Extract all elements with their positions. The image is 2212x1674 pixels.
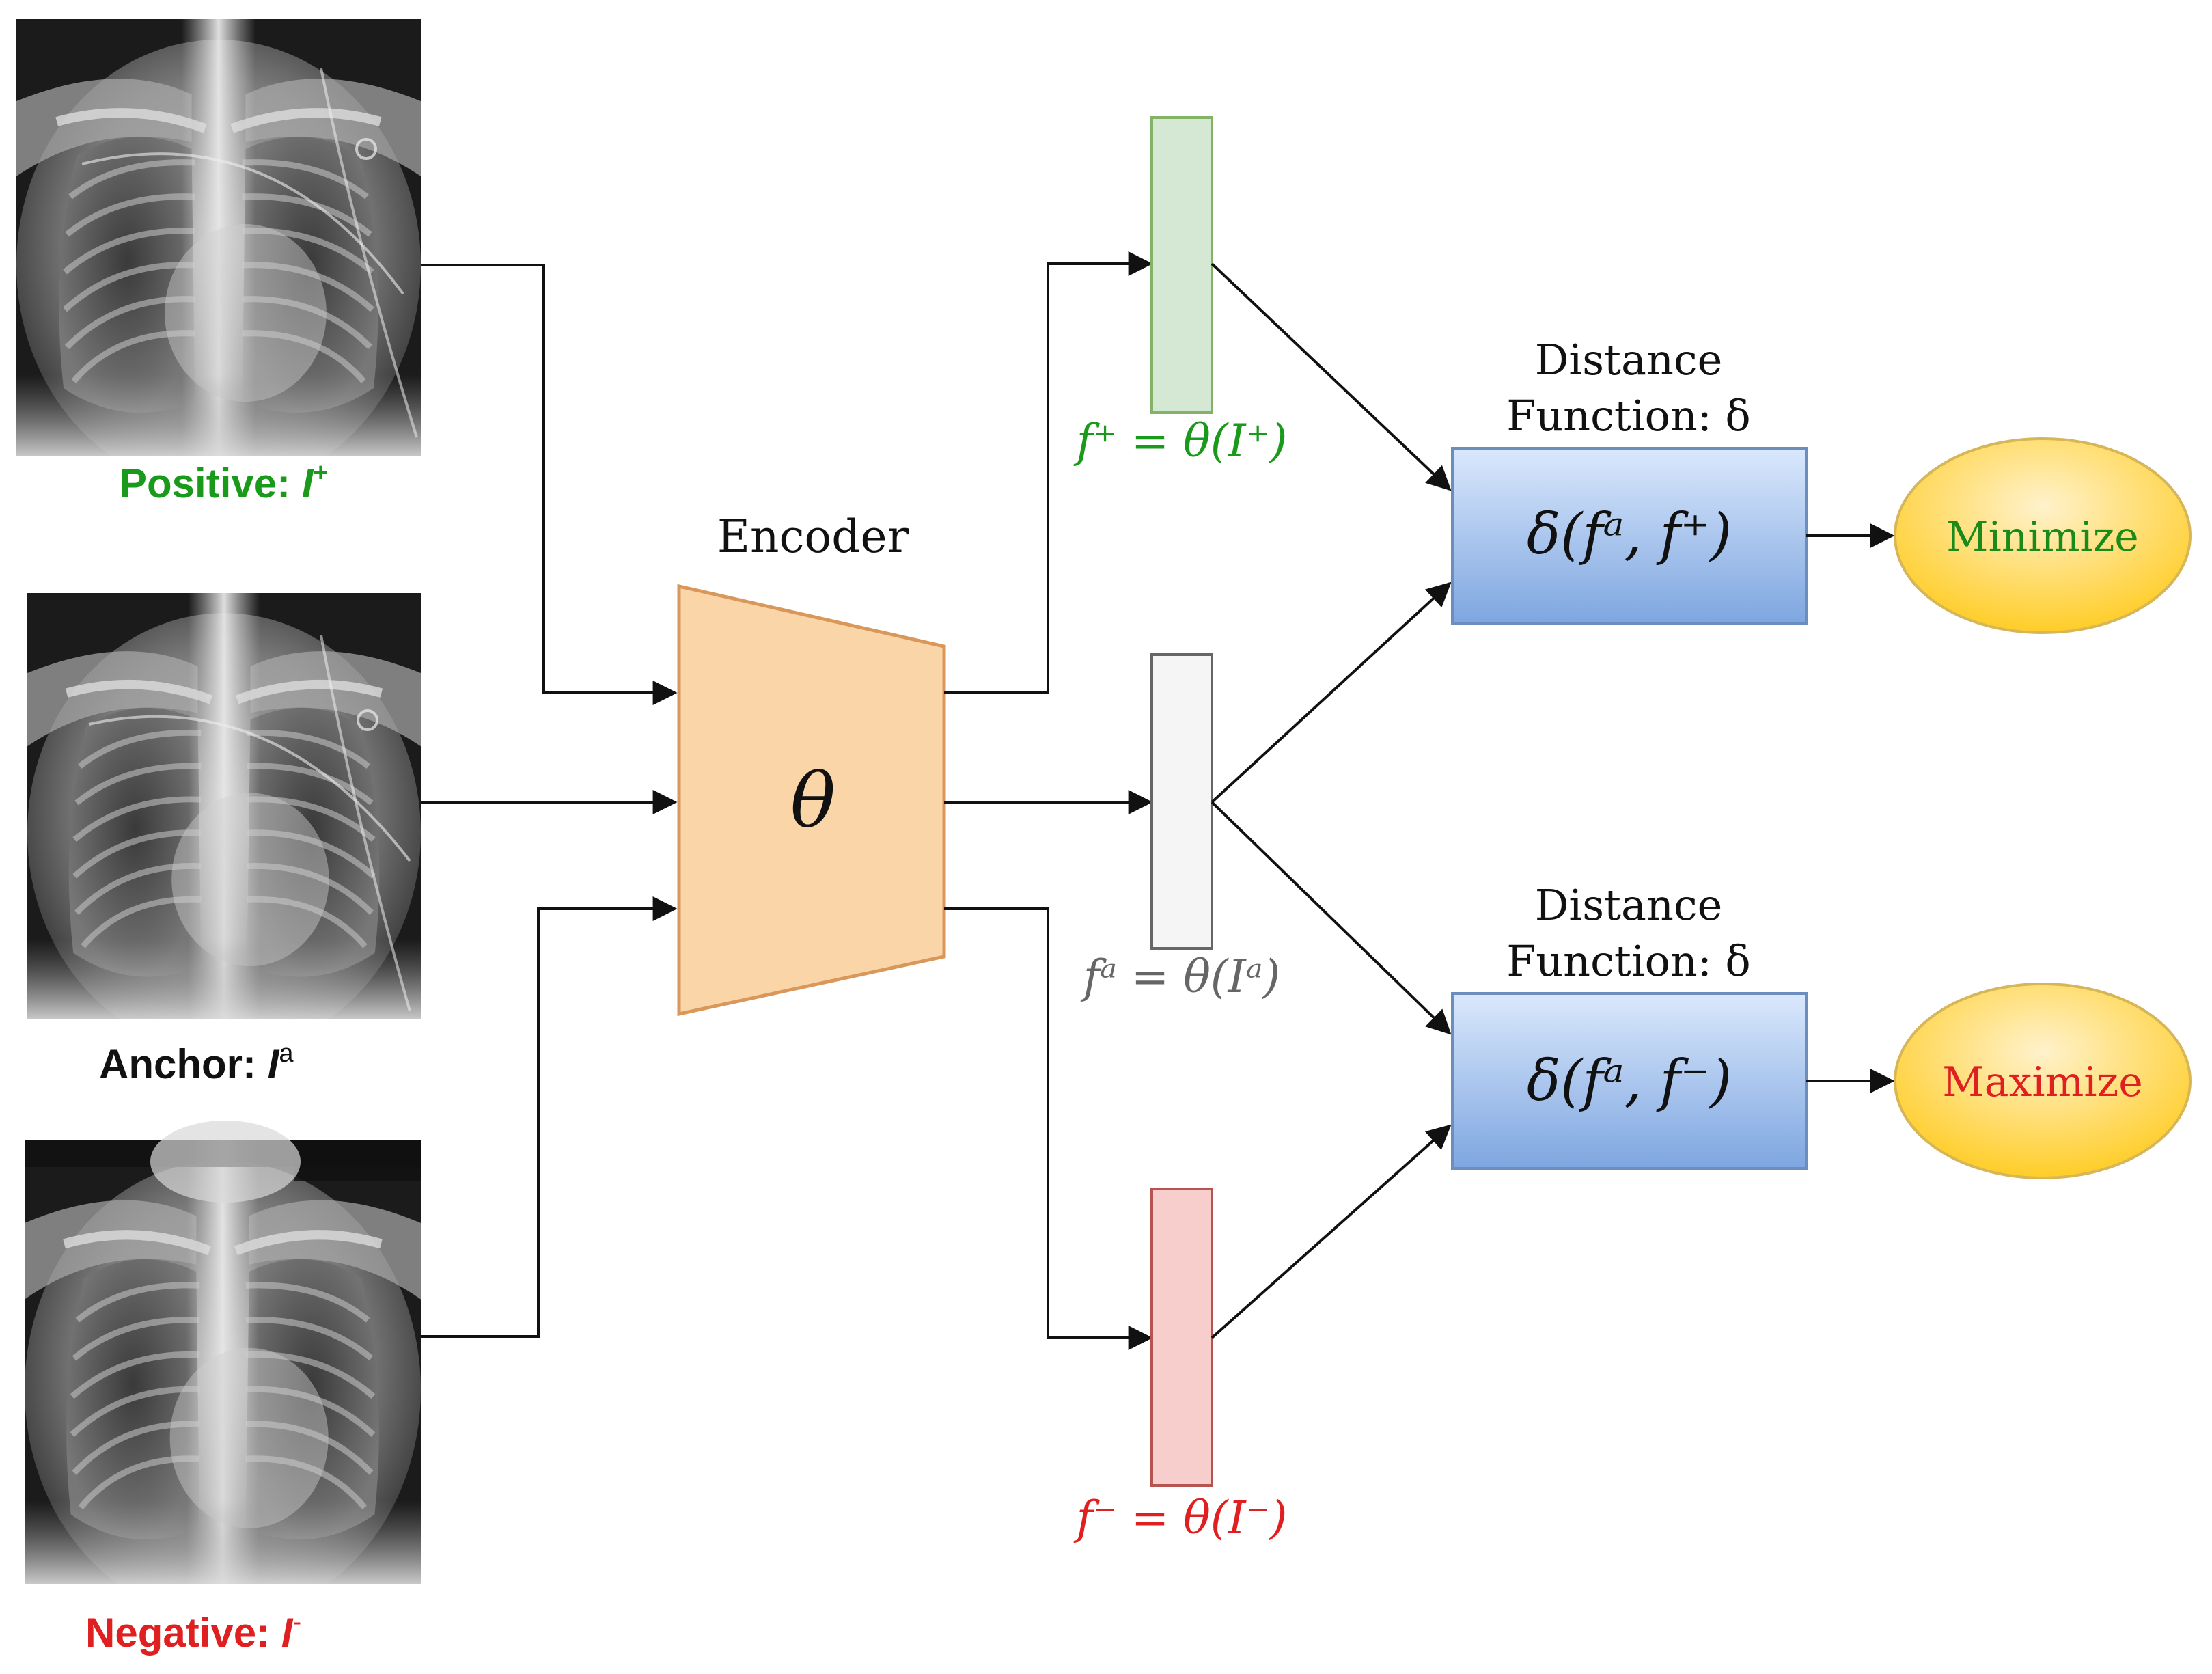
distance-top-caption-line1: Distance (1535, 335, 1723, 385)
distance-bottom-formula: δ(fᵃ, f⁻) (1527, 1049, 1732, 1114)
distance-top-block (1451, 447, 1808, 625)
distance-bottom-caption-line2: Function: δ (1506, 936, 1751, 986)
encoder-trapezoid (677, 584, 946, 1017)
negative-xray-image (25, 1121, 421, 1619)
maximize-ellipse (1894, 983, 2192, 1179)
distance-to-objective-connectors (1806, 523, 1895, 1093)
negative-embedding-label: f⁻ = θ(I⁻) (1073, 1492, 1288, 1544)
encoder-title: Encoder (717, 510, 909, 563)
distance-bottom-block (1451, 992, 1808, 1170)
distance-bottom-caption-line1: Distance (1535, 880, 1723, 930)
anchor-xray-image (27, 593, 421, 1053)
image-to-encoder-connectors (421, 264, 678, 1338)
embedding-to-distance-connectors (1211, 262, 1452, 1339)
positive-xray-image (16, 19, 421, 491)
minimize-label: Minimize (1946, 513, 2139, 561)
anchor-embedding-bar (1150, 653, 1213, 950)
maximize-label: Maximize (1942, 1058, 2142, 1106)
negative-label: Negative: I- (85, 1608, 301, 1656)
anchor-label: Anchor: Ia (99, 1039, 294, 1087)
negative-embedding-bar (1150, 1188, 1213, 1487)
encoder-symbol: θ (790, 757, 835, 845)
positive-embedding-bar (1150, 116, 1213, 414)
encoder-to-embedding-connectors (944, 251, 1153, 1350)
minimize-ellipse (1894, 437, 2192, 634)
positive-label: Positive: I+ (120, 458, 329, 506)
distance-top-caption-line2: Function: δ (1506, 391, 1751, 441)
anchor-embedding-label: fᵃ = θ(Iᵃ) (1080, 950, 1281, 1003)
positive-embedding-label: f⁺ = θ(I⁺) (1073, 415, 1288, 467)
distance-top-formula: δ(fᵃ, f⁺) (1527, 502, 1732, 567)
